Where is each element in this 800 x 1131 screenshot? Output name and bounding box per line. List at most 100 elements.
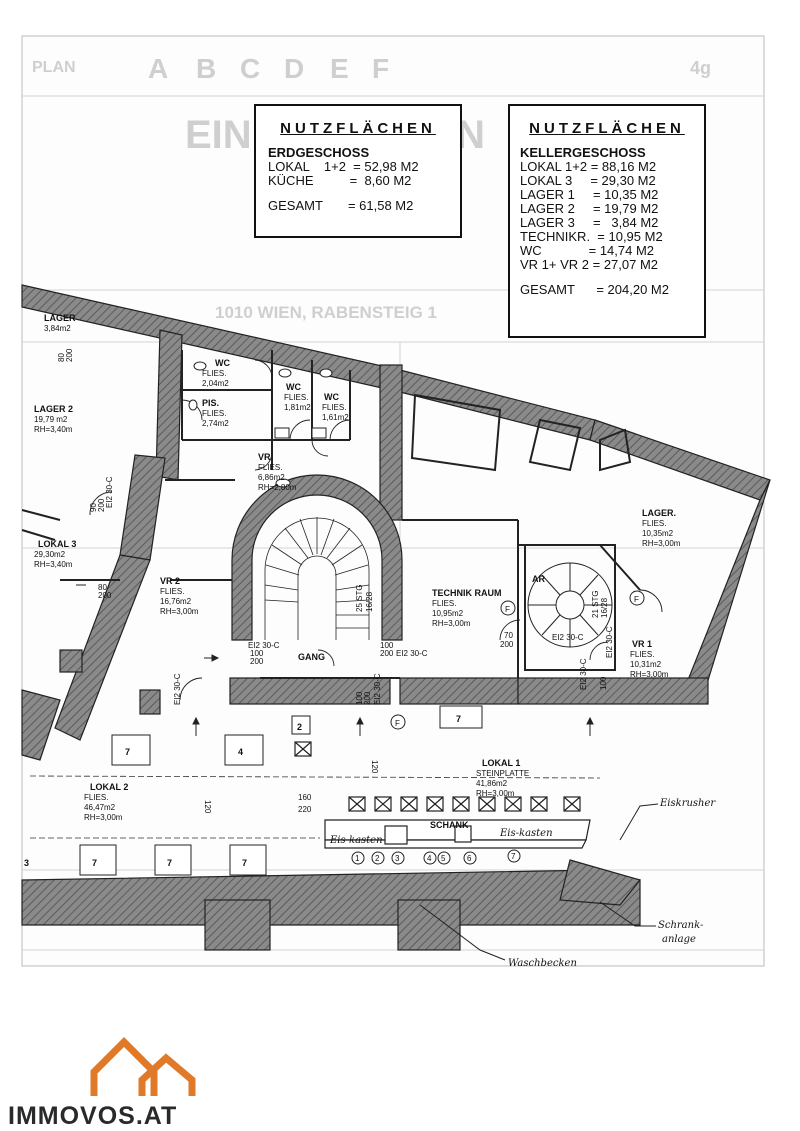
svg-text:200: 200 xyxy=(380,649,394,658)
svg-text:10,35m2: 10,35m2 xyxy=(642,529,674,538)
svg-text:B: B xyxy=(196,53,216,84)
secondary-staircase xyxy=(524,544,616,671)
keller-row-lokal-1-2: LOKAL 1+2 = 88,16 M2 xyxy=(520,159,657,174)
svg-text:EI2 30-C: EI2 30-C xyxy=(396,649,428,658)
svg-text:1,61m2: 1,61m2 xyxy=(322,413,349,422)
svg-text:16/28: 16/28 xyxy=(600,597,609,618)
logo-text: IMMOVOS.AT xyxy=(8,1102,178,1130)
svg-text:FLIES.: FLIES. xyxy=(202,409,226,418)
svg-text:100: 100 xyxy=(355,691,364,705)
svg-text:STEINPLATTE: STEINPLATTE xyxy=(476,769,529,778)
room-pis: PIS. FLIES. 2,74m2 xyxy=(202,398,229,428)
svg-text:2,74m2: 2,74m2 xyxy=(202,419,229,428)
dashed-axes xyxy=(29,775,601,839)
keller-row-lager-2: LAGER 2 = 19,79 M2 xyxy=(520,201,659,216)
sheet-header-right: 4g xyxy=(690,58,711,78)
svg-text:VR 2: VR 2 xyxy=(160,576,180,586)
svg-text:VR: VR xyxy=(258,452,271,462)
sheet-faint-address: 1010 WIEN, RABENSTEIG 1 xyxy=(215,303,437,322)
annotation-eiskasten-2: Eis-kasten xyxy=(499,828,553,839)
svg-text:RH=3,00m: RH=3,00m xyxy=(160,607,199,616)
svg-text:RH=3,00m: RH=3,00m xyxy=(432,619,471,628)
svg-text:FLIES.: FLIES. xyxy=(630,650,654,659)
svg-text:RH=3,40m: RH=3,40m xyxy=(34,425,73,434)
svg-text:RH=3,00m: RH=3,00m xyxy=(642,539,681,548)
erdgeschoss-subtitle: ERDGESCHOSS xyxy=(268,145,370,160)
svg-text:21 STG: 21 STG xyxy=(591,590,600,618)
svg-text:4: 4 xyxy=(238,747,243,757)
svg-text:200: 200 xyxy=(500,640,514,649)
erdgeschoss-total: GESAMT = 61,58 M2 xyxy=(268,198,414,213)
svg-text:100: 100 xyxy=(380,641,394,650)
svg-text:FLIES.: FLIES. xyxy=(322,403,346,412)
svg-text:EI2 30-C: EI2 30-C xyxy=(552,633,584,642)
svg-text:120: 120 xyxy=(203,800,212,814)
interior-walls xyxy=(21,350,641,679)
svg-text:120: 120 xyxy=(370,760,379,774)
svg-text:70: 70 xyxy=(504,631,513,640)
schank-label: SCHANK xyxy=(430,820,469,830)
svg-text:5: 5 xyxy=(441,854,446,863)
room-vr-1: VR 1 FLIES. 10,31m2 RH=3,00m xyxy=(630,639,669,679)
keller-row-lager-3: LAGER 3 = 3,84 M2 xyxy=(520,215,659,230)
svg-text:2: 2 xyxy=(375,854,380,863)
svg-text:F: F xyxy=(634,595,639,604)
room-vr-2: VR 2 FLIES. 16,76m2 RH=3,00m xyxy=(160,576,199,616)
svg-text:EI2 30-C: EI2 30-C xyxy=(605,626,614,658)
svg-text:LAGER.: LAGER. xyxy=(642,508,676,518)
svg-text:25 STG: 25 STG xyxy=(355,584,364,612)
annotation-schrankanlage: Schrank- anlage xyxy=(658,920,704,945)
svg-text:80: 80 xyxy=(98,583,107,592)
svg-text:A: A xyxy=(148,53,168,84)
stair-wall xyxy=(231,474,403,641)
erdgeschoss-box-title: NUTZFLÄCHEN xyxy=(280,120,436,137)
svg-text:PIS.: PIS. xyxy=(202,398,219,408)
door-swings xyxy=(89,359,663,701)
keller-row-wc: WC = 14,74 M2 xyxy=(520,243,655,258)
svg-text:LOKAL 3: LOKAL 3 xyxy=(38,539,76,549)
svg-text:F: F xyxy=(372,53,389,84)
svg-text:C: C xyxy=(240,53,260,84)
svg-text:EI2 30-C: EI2 30-C xyxy=(173,673,182,705)
svg-text:LAGER: LAGER xyxy=(44,313,76,323)
svg-text:LOKAL 1: LOKAL 1 xyxy=(482,758,520,768)
svg-text:RH=2,80m: RH=2,80m xyxy=(258,483,297,492)
svg-text:100: 100 xyxy=(599,676,608,690)
room-gang: GANG xyxy=(298,652,325,662)
svg-text:E: E xyxy=(330,53,349,84)
erdgeschoss-row-kueche: KÜCHE = 8,60 M2 xyxy=(268,173,412,188)
svg-text:FLIES.: FLIES. xyxy=(432,599,456,608)
svg-text:29,30m2: 29,30m2 xyxy=(34,550,66,559)
upper-storage-rooms xyxy=(410,393,632,472)
svg-text:RH=3,00m: RH=3,00m xyxy=(476,789,515,798)
svg-text:1,81m2: 1,81m2 xyxy=(284,403,311,412)
grid-markers: 2 7 4 7 7 7 7 3 F F F xyxy=(24,590,645,876)
svg-text:F: F xyxy=(395,719,400,728)
svg-text:200: 200 xyxy=(363,691,372,705)
svg-text:160: 160 xyxy=(298,793,312,802)
svg-text:90: 90 xyxy=(89,503,98,512)
main-staircase-label: 25 STG 16/28 xyxy=(355,584,374,612)
svg-text:RH=3,00m: RH=3,00m xyxy=(630,670,669,679)
svg-text:7: 7 xyxy=(167,858,172,868)
secondary-staircase-label: 21 STG 16/28 xyxy=(591,590,609,618)
svg-text:LOKAL 2: LOKAL 2 xyxy=(90,782,128,792)
svg-text:RH=3,40m: RH=3,40m xyxy=(34,560,73,569)
svg-text:FLIES.: FLIES. xyxy=(642,519,666,528)
room-wc-3: WC FLIES. 1,61m2 xyxy=(322,392,349,422)
svg-text:200: 200 xyxy=(97,498,106,512)
svg-text:WC: WC xyxy=(215,358,230,368)
svg-text:7: 7 xyxy=(242,858,247,868)
svg-text:3,84m2: 3,84m2 xyxy=(44,324,71,333)
svg-text:EI2 30-C: EI2 30-C xyxy=(248,641,280,650)
svg-text:RH=3,00m: RH=3,00m xyxy=(84,813,123,822)
keller-row-lager-1: LAGER 1 = 10,35 M2 xyxy=(520,187,659,202)
svg-text:220: 220 xyxy=(298,805,312,814)
bar-seating xyxy=(294,741,591,849)
annotation-eiskasten-1: Eis-kasten xyxy=(329,835,383,846)
svg-text:FLIES.: FLIES. xyxy=(160,587,184,596)
svg-text:41,86m2: 41,86m2 xyxy=(476,779,508,788)
svg-text:EI2 30-C: EI2 30-C xyxy=(373,673,382,705)
room-lokal-1: LOKAL 1 STEINPLATTE 41,86m2 RH=3,00m xyxy=(476,758,529,798)
svg-text:16/28: 16/28 xyxy=(365,591,374,612)
